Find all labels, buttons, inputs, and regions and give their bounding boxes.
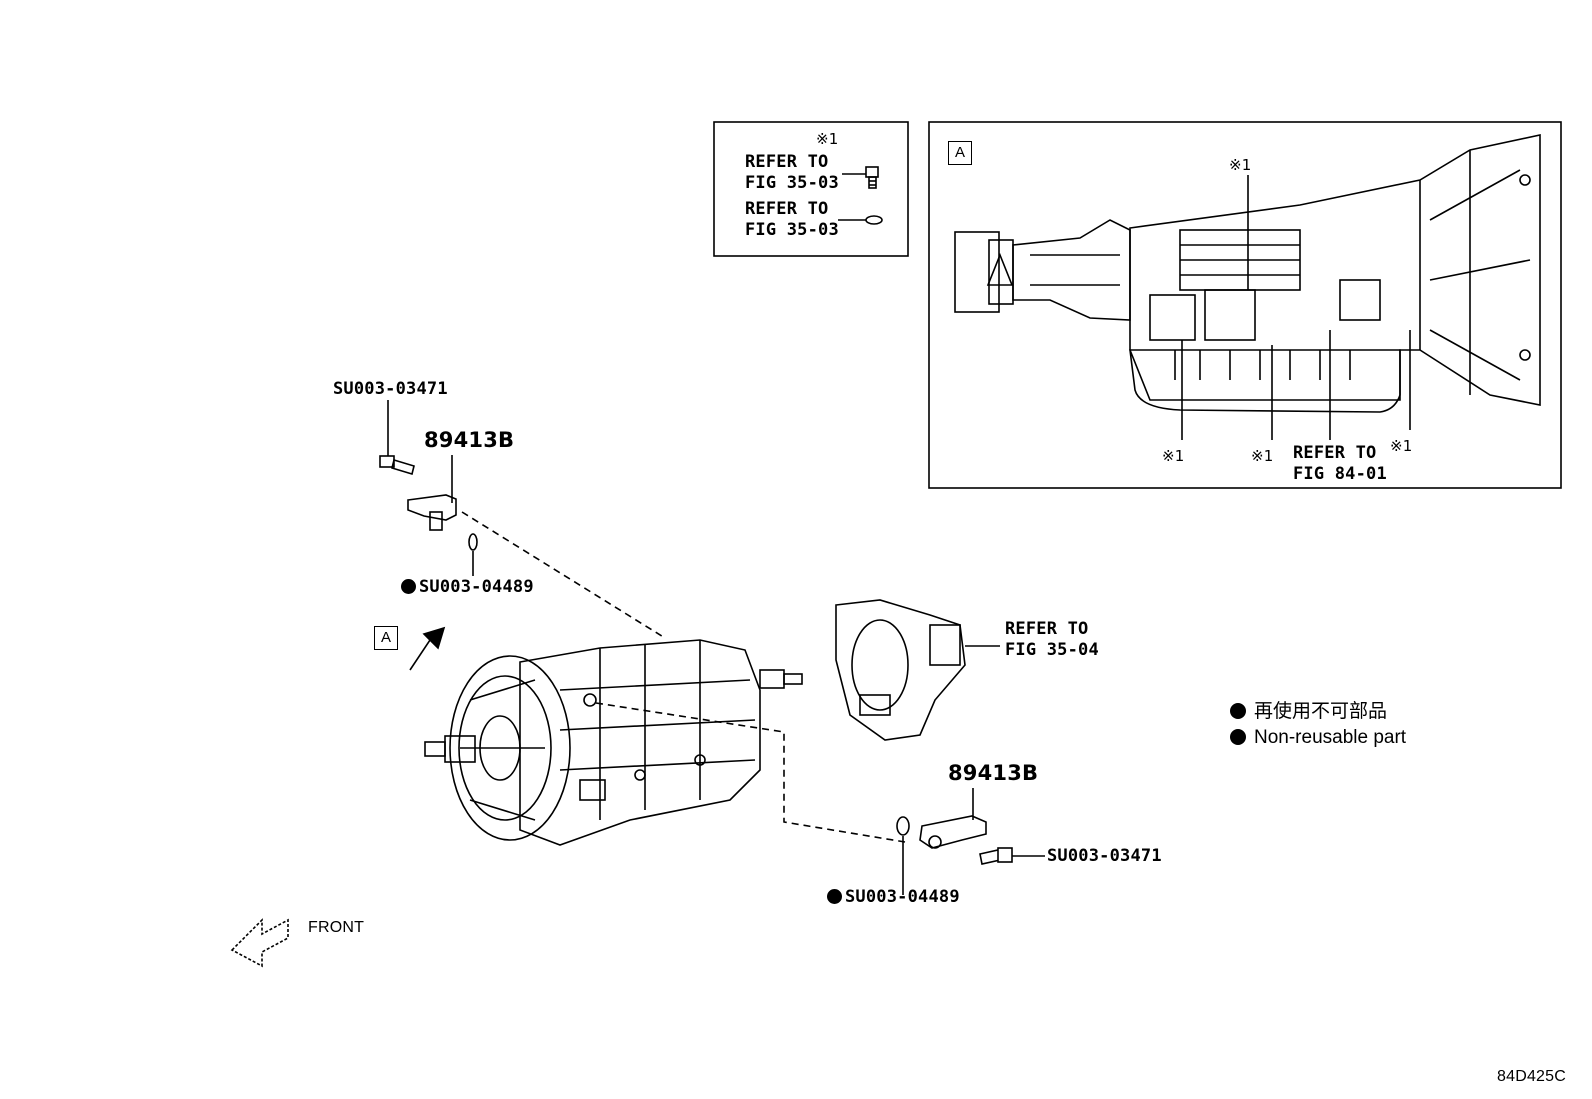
legend-jp-text: 再使用不可部品 — [1254, 701, 1388, 722]
lower-sensor-label: 89413B — [948, 761, 1039, 785]
extension-housing — [835, 599, 1000, 741]
upper-dashed-leader — [461, 511, 666, 639]
view-a-arrow-icon — [409, 626, 446, 671]
upper-oring-text: SU003-04489 — [419, 577, 534, 597]
detail-a-tag: A — [948, 141, 972, 165]
inset-legend-ref-1: REFER TO FIG 35-03 — [745, 152, 839, 193]
lower-oring-label: SU003-04489 — [827, 887, 960, 908]
detail-a-mark-right: ※1 — [1390, 437, 1413, 455]
non-reusable-dot-icon — [401, 579, 416, 594]
figure-code: 84D425C — [1497, 1068, 1567, 1085]
legend-jp: 再使用不可部品 — [1230, 699, 1387, 725]
inset-legend-ref-2: REFER TO FIG 35-03 — [745, 199, 839, 240]
front-label: FRONT — [308, 919, 365, 936]
detail-a-mark-left: ※1 — [1162, 447, 1185, 465]
detail-a-box — [928, 121, 1562, 489]
non-reusable-dot-icon — [827, 889, 842, 904]
lower-oring-part — [896, 816, 910, 895]
lower-speed-sensor-part — [919, 788, 987, 849]
lower-bolt-part — [979, 847, 1045, 865]
view-a-tag: A — [374, 626, 398, 650]
upper-bolt-label: SU003-03471 — [333, 379, 448, 399]
upper-sensor-label: 89413B — [424, 428, 515, 452]
inset-legend-box — [713, 121, 909, 257]
legend-en-text: Non-reusable part — [1254, 727, 1407, 748]
gasket-icon — [838, 215, 883, 225]
non-reusable-dot-icon — [1230, 703, 1246, 719]
lower-bolt-label: SU003-03471 — [1047, 846, 1162, 866]
detail-transmission-side-view — [954, 134, 1541, 440]
upper-speed-sensor-part — [407, 455, 457, 531]
non-reusable-dot-icon — [1230, 729, 1246, 745]
detail-a-mark-mid: ※1 — [1251, 447, 1274, 465]
legend-en: Non-reusable part — [1230, 725, 1406, 751]
front-arrow-icon — [230, 918, 289, 968]
upper-oring-label: SU003-04489 — [401, 577, 534, 598]
lower-oring-text: SU003-04489 — [845, 887, 960, 907]
upper-oring-part — [468, 533, 478, 576]
upper-bolt-part — [379, 400, 415, 476]
detail-a-ref: REFER TO FIG 84-01 — [1293, 443, 1387, 484]
lower-dashed-leader — [595, 702, 906, 843]
extension-ref-label: REFER TO FIG 35-04 — [1005, 619, 1099, 660]
transmission-assembly — [424, 639, 803, 846]
detail-a-mark-top: ※1 — [1229, 156, 1252, 174]
drain-plug-icon — [842, 166, 879, 189]
inset-legend-mark: ※1 — [816, 130, 839, 148]
